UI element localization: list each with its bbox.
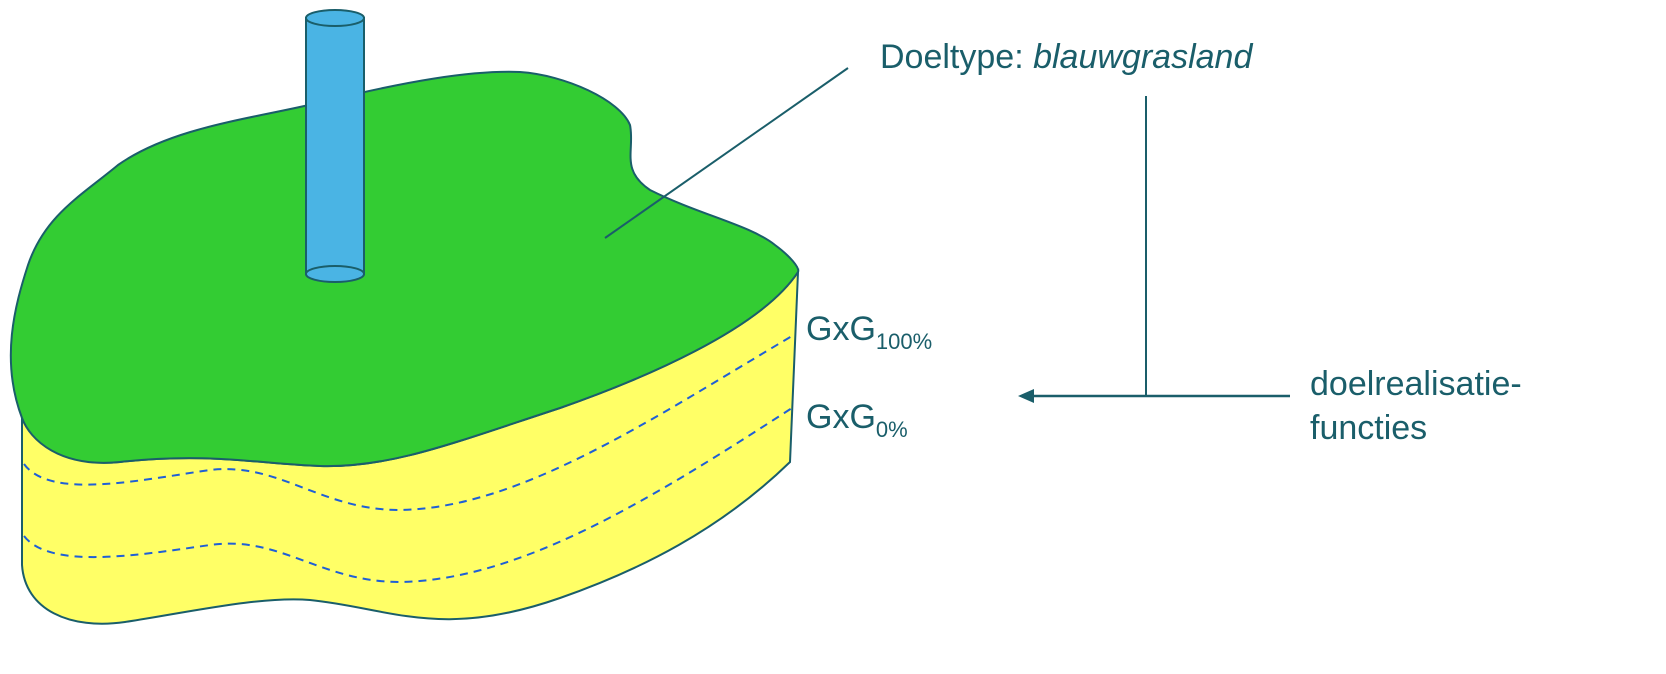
surface-area bbox=[9, 70, 800, 468]
doeltype-label: Doeltype: blauwgrasland bbox=[880, 40, 1252, 74]
gxg-0-base: GxG bbox=[806, 398, 876, 436]
gxg-100-dashed-line bbox=[23, 335, 793, 512]
gxg-100-label: GxG100% bbox=[806, 310, 932, 353]
function-label: doelrealisatie- functies bbox=[1310, 362, 1522, 450]
function-label-line1: doelrealisatie- bbox=[1310, 365, 1522, 403]
gxg-0-dashed-line bbox=[23, 407, 793, 584]
gxg-100-subscript: 100% bbox=[875, 329, 933, 354]
doeltype-leader-line bbox=[604, 67, 849, 239]
gxg-0-label: GxG0% bbox=[806, 398, 908, 441]
arrow-head-icon bbox=[1018, 389, 1034, 403]
doeltype-label-text: Doeltype: bbox=[880, 38, 1024, 76]
gxg-0-subscript: 0% bbox=[875, 417, 908, 442]
doeltype-value: blauwgrasland bbox=[1033, 38, 1253, 76]
gxg-100-base: GxG bbox=[806, 310, 876, 348]
function-label-line2: functies bbox=[1310, 409, 1428, 448]
measurement-pipe bbox=[305, 9, 365, 283]
